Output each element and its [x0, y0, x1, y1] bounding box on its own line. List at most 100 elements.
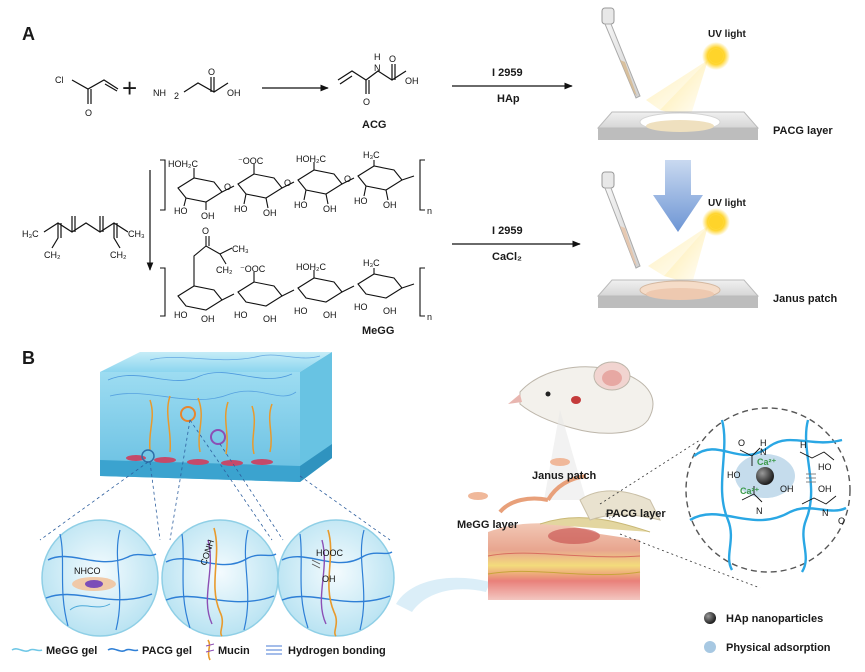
detail-o-2: O: [838, 516, 845, 526]
gg-oh-3: OH: [323, 204, 337, 214]
detail-oh-2: OH: [818, 484, 832, 494]
megg-oh-2: OH: [263, 314, 277, 324]
acg-o2: O: [389, 54, 396, 64]
legend-hbond-icon: [266, 645, 282, 655]
megg-hoh2c: HOH₂C: [296, 262, 326, 272]
gg-ho-2: HO: [234, 204, 248, 214]
megg-ch2: CH₂: [216, 265, 233, 275]
acryloyl-o: O: [85, 108, 92, 118]
ca-ion-1: Ca²⁺: [757, 457, 777, 467]
detail-h-2: H: [800, 440, 807, 450]
pacg-layer-label-b: PACG layer: [606, 508, 666, 520]
pacg-mold: [596, 111, 760, 140]
glycine-nh2: NH: [153, 88, 166, 98]
detail-n-1: N: [760, 447, 767, 457]
anhydride-ch3: CH₃: [128, 229, 145, 239]
megg-coo: ⁻OOC: [240, 264, 266, 274]
acg-structure: [337, 64, 407, 94]
glycine-structure: [183, 77, 229, 93]
process-arrow: [653, 160, 703, 232]
panel-a-label: A: [22, 24, 35, 44]
anhydride-ch2a: CH₂: [44, 250, 61, 260]
megg-oh-1: OH: [201, 314, 215, 324]
acg-o1: O: [363, 97, 370, 107]
megg-oh-4: OH: [383, 306, 397, 316]
anhydride-ch2b: CH₂: [110, 250, 127, 260]
uv-lamp-2: [648, 208, 730, 284]
glycine-o: O: [208, 67, 215, 77]
gg-ho-4: HO: [354, 196, 368, 206]
cell-arrow-1: [498, 496, 549, 514]
detail-n-2: N: [756, 506, 763, 516]
gg-oh-1: OH: [201, 211, 215, 221]
tissue-illustration: [487, 490, 661, 600]
uv-light-label-1: UV light: [708, 29, 746, 40]
gg-oh-2: OH: [263, 208, 277, 218]
cell-2: [550, 458, 570, 466]
detail-ho-2: HO: [818, 462, 832, 472]
megg-ho-4: HO: [354, 302, 368, 312]
step2-reagent-cacl2: CaCl₂: [492, 251, 522, 263]
uv-light-label-2: UV light: [708, 198, 746, 209]
megg-oh-3: OH: [323, 310, 337, 320]
detail-h-1: H: [760, 438, 767, 448]
legend-pacg-text: PACG gel: [142, 645, 192, 657]
glycine-sub: 2: [174, 91, 179, 101]
methacrylic-anhydride-structure: [43, 216, 129, 249]
legend-hap-text: HAp nanoparticles: [726, 613, 823, 625]
megg-layer-label: MeGG layer: [457, 519, 519, 531]
gg-hoh2c-2: HOH₂C: [296, 154, 326, 164]
megg-o: O: [202, 226, 209, 236]
legend-phys-icon: [704, 641, 716, 653]
anhydride-h3c: H₃C: [22, 229, 39, 239]
legend-megg-text: MeGG gel: [46, 645, 97, 657]
panel-b-label: B: [22, 348, 35, 368]
step1-reagent-hap: HAp: [497, 93, 520, 105]
zoom1-nhco: NHCO: [74, 566, 101, 576]
megg-h3c: H₃C: [363, 258, 380, 268]
megg-label: MeGG: [362, 325, 394, 337]
gg-n: n: [427, 206, 432, 216]
pacg-layer-label-a: PACG layer: [773, 125, 833, 137]
transfer-arrow: [396, 577, 490, 612]
zoom-circle-2: [161, 519, 279, 637]
janus-patch-label-b: Janus patch: [532, 470, 596, 482]
legend-hap-icon: [704, 612, 716, 624]
detail-origin: [605, 509, 615, 519]
pipette-1: [601, 7, 641, 99]
ca-ion-2: Ca²⁺: [740, 486, 760, 496]
megg-ho-1: HO: [174, 310, 188, 320]
zoom3-oh: OH: [322, 574, 336, 584]
zoom3-hooc: HOOC: [316, 548, 344, 558]
cell-arrow-2: [546, 474, 587, 502]
acg-h: H: [374, 52, 381, 62]
megg-structure: [160, 236, 425, 317]
cell-1: [468, 492, 488, 500]
megg-ch3: CH₃: [232, 244, 249, 254]
plus-sign: +: [122, 73, 137, 103]
step2-reagent-i2959: I 2959: [492, 225, 523, 237]
gg-o-1: O: [224, 182, 231, 192]
detail-ho-1: HO: [727, 470, 741, 480]
detail-zoom-lines: [599, 439, 761, 589]
janus-mold: [596, 279, 760, 308]
janus-patch-label-a: Janus patch: [773, 293, 837, 305]
acg-oh: OH: [405, 76, 419, 86]
gg-o-2: O: [284, 178, 291, 188]
acryloyl-chloride-structure: [71, 79, 119, 104]
step1-reagent-i2959: I 2959: [492, 67, 523, 79]
gg-coo: ⁻OOC: [238, 156, 264, 166]
zoom-circle-1: [41, 519, 159, 637]
acg-n: N: [374, 63, 381, 73]
legend-megg: [11, 648, 43, 652]
detail-o-1: O: [738, 438, 745, 448]
legend-mucin-text: Mucin: [218, 645, 250, 657]
megg-ho-3: HO: [294, 306, 308, 316]
acg-label: ACG: [362, 119, 386, 131]
gg-ho-3: HO: [294, 200, 308, 210]
gg-o-3: O: [344, 174, 351, 184]
glycine-oh: OH: [227, 88, 241, 98]
gellan-gum-structure: [160, 159, 425, 211]
zoom-circle-3: [277, 519, 395, 637]
